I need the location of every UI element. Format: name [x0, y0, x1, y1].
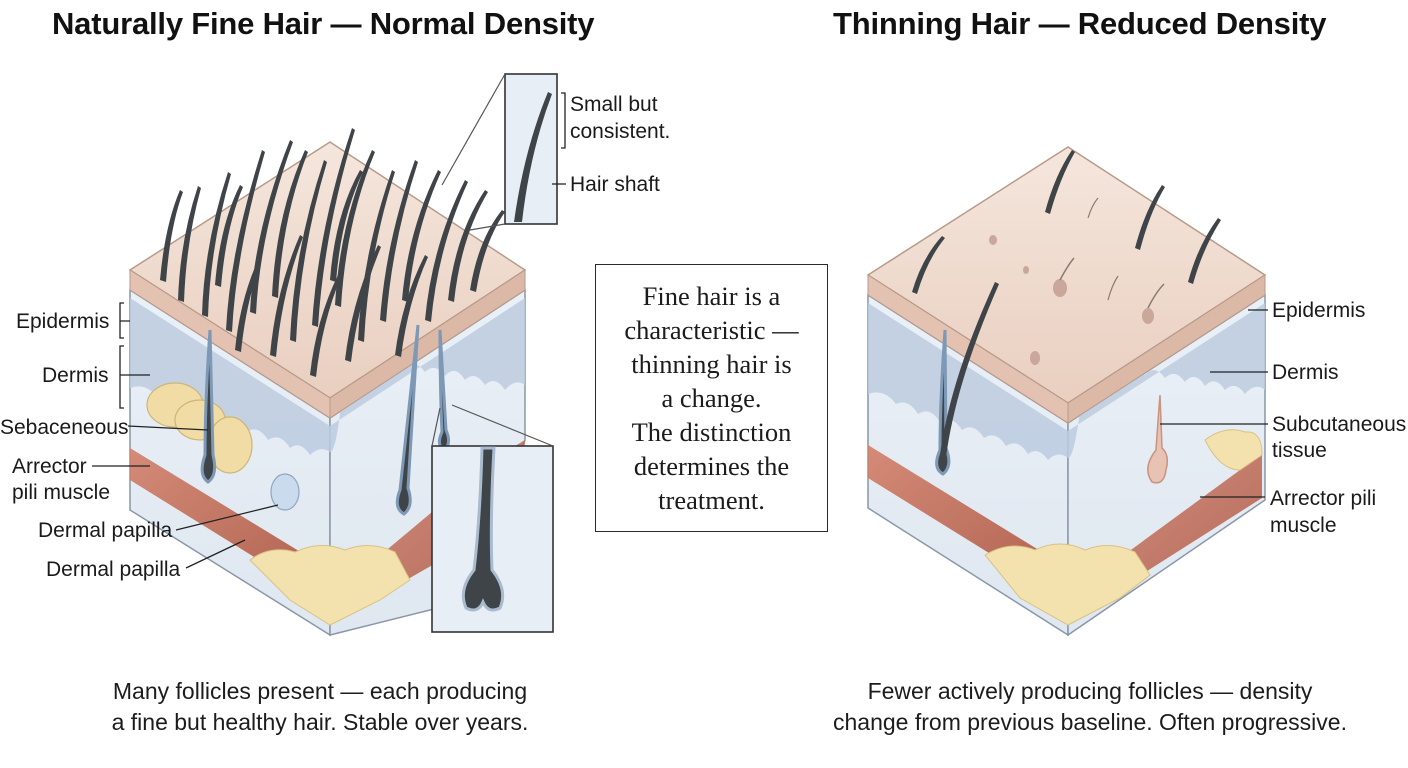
inset-label-line1: Small but [570, 93, 658, 116]
callout-line: The distinction [631, 417, 792, 447]
callout-line: a change. [661, 383, 762, 413]
dermis-label-right: Dermis [1272, 361, 1339, 384]
right-follicles [912, 150, 1221, 484]
callout-line: thinning hair is [631, 349, 792, 379]
left-top-edge-side [329, 269, 526, 419]
left-fat-layer [249, 545, 411, 626]
arrector-label-right-line2: muscle [1270, 514, 1337, 537]
hair-shaft-label: Hair shaft [570, 173, 660, 196]
right-caption-line2: change from previous baseline. Often pro… [833, 709, 1347, 735]
right-leader-lines [1160, 309, 1268, 498]
epidermis-label-right: Epidermis [1272, 299, 1365, 322]
callout-box: Fine hair is a characteristic — thinning… [595, 264, 828, 532]
callout-line: determines the [633, 451, 790, 481]
right-skin-block: Epidermis Dermis Subcutaneous tissue Arr… [866, 146, 1406, 637]
left-hair-shafts [160, 128, 505, 377]
callout-text: Fine hair is a characteristic — thinning… [614, 279, 808, 517]
arrector-label-left-line1: Arrector [12, 455, 87, 478]
left-panel-title: Naturally Fine Hair — Normal Density [52, 6, 595, 41]
subcutaneous-label-line2: tissue [1272, 439, 1327, 462]
subcutaneous-label-line1: Subcutaneous [1272, 413, 1406, 436]
right-epidermis-band-front [868, 303, 1068, 460]
arrector-label-left-line2: pili muscle [12, 481, 110, 504]
dermal-papilla-label-1: Dermal papilla [38, 519, 173, 542]
right-caption: Fewer actively producing follicles — den… [800, 676, 1380, 738]
left-skin-block: Epidermis Dermis Sebaceneous Arrector pi… [0, 73, 670, 637]
dermal-papilla-label-2: Dermal papilla [46, 558, 181, 581]
left-follicle-bulbs [200, 324, 451, 516]
callout-line: treatment. [658, 485, 765, 515]
inset-label-line2: consistent. [570, 120, 670, 143]
right-top-edge-side [1067, 274, 1266, 424]
left-inset-top [441, 73, 558, 231]
sebaceous-label: Sebaceneous [0, 416, 128, 439]
callout-line: Fine hair is a [642, 281, 781, 311]
left-epidermis-band-side [330, 298, 525, 452]
right-panel-title: Thinning Hair — Reduced Density [833, 6, 1327, 41]
dermis-label-left: Dermis [42, 364, 109, 387]
left-epidermis-band-front [130, 298, 330, 455]
left-leader-lines [92, 92, 566, 569]
left-caption-line1: Many follicles present — each producing [112, 678, 528, 704]
right-fat-layer [984, 543, 1151, 626]
left-inset-bottom [431, 404, 554, 633]
left-caption-line2: a fine but healthy hair. Stable over yea… [111, 709, 529, 735]
right-caption-line1: Fewer actively producing follicles — den… [867, 678, 1313, 704]
left-caption: Many follicles present — each producing … [70, 676, 570, 738]
callout-line: characteristic — [624, 315, 799, 345]
epidermis-label-left: Epidermis [16, 310, 109, 333]
arrector-label-right-line1: Arrector pili [1270, 487, 1376, 510]
right-fat-side [1204, 429, 1263, 471]
right-epidermis-band-side [1068, 303, 1265, 458]
